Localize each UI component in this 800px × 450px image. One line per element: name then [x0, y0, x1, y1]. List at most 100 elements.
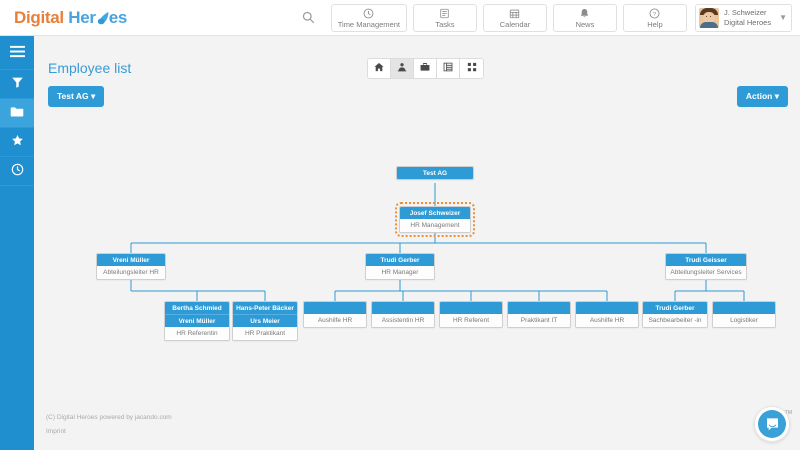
org-node-title: [713, 302, 775, 314]
org-node-title: [372, 302, 434, 314]
org-node-root[interactable]: Test AG: [396, 166, 474, 180]
briefcase-icon: [420, 62, 430, 75]
sidebar-item-filter[interactable]: [0, 70, 34, 99]
org-node-subtitle: HR Praktikant: [233, 327, 297, 340]
org-node-vreni-mueller[interactable]: Vreni Müller Abteilungsleiter HR: [96, 253, 166, 280]
org-node-aushilfe-hr-2[interactable]: Aushilfe HR: [575, 301, 639, 328]
view-toggle-home[interactable]: [368, 59, 391, 78]
nav-news[interactable]: News: [552, 3, 617, 32]
chat-trademark: TM: [784, 410, 792, 416]
org-node-subtitle: Logistiker: [713, 314, 775, 327]
org-node-bertha-schmied[interactable]: Bertha Schmied Vreni Müller HR Referenti…: [164, 301, 230, 341]
org-node-trudi-geisser[interactable]: Trudi Geisser Abteilungsleiter Services: [665, 253, 747, 280]
nav-calendar[interactable]: Calendar: [482, 3, 547, 32]
org-chart-connectors: [130, 183, 745, 301]
search-icon[interactable]: [296, 5, 322, 31]
action-button[interactable]: Action ▾: [736, 86, 788, 107]
user-org: Digital Heroes: [723, 17, 772, 27]
clock-icon: [11, 163, 24, 179]
org-node-ceo[interactable]: Josef Schweizer HR Management: [395, 202, 475, 237]
nav-time-management-label: Time Management: [337, 19, 400, 29]
comet-icon: [96, 11, 109, 25]
hamburger-icon: [9, 45, 26, 61]
nav-help-label: Help: [647, 19, 663, 29]
view-toggle-grid[interactable]: [460, 59, 483, 78]
view-toggle-list[interactable]: [437, 59, 460, 78]
org-node-subtitle: Abteilungsleiter HR: [97, 266, 165, 279]
chevron-down-icon[interactable]: ▼: [779, 13, 787, 22]
org-node-subtitle: Abteilungsleiter Services: [666, 266, 746, 279]
org-node-title: Josef Schweizer: [400, 207, 470, 219]
org-node-title-secondary: Urs Meier: [233, 314, 297, 327]
sidebar-item-history[interactable]: [0, 157, 34, 186]
org-node-subtitle: Praktikant IT: [508, 314, 570, 327]
table-icon: [443, 62, 453, 75]
sidebar-item-favorites[interactable]: [0, 128, 34, 157]
folder-icon: [10, 106, 24, 121]
svg-text:?: ?: [653, 11, 657, 17]
org-node-aushilfe-hr-1[interactable]: Aushilfe HR: [303, 301, 367, 328]
org-node-title: [508, 302, 570, 314]
org-node-title: Test AG: [397, 167, 473, 179]
avatar: [698, 7, 719, 28]
view-toggle-people[interactable]: [391, 59, 414, 78]
org-node-subtitle: HR Manager: [366, 266, 434, 279]
question-circle-icon: ?: [649, 8, 660, 19]
org-node-hr-referent[interactable]: HR Referent: [439, 301, 503, 328]
nav-calendar-label: Calendar: [499, 19, 531, 29]
sidebar-item-menu[interactable]: [0, 36, 34, 70]
person-badge-icon: [397, 62, 407, 75]
org-node-praktikant-it[interactable]: Praktikant IT: [507, 301, 571, 328]
org-node-title: Trudi Gerber: [643, 302, 707, 314]
main-content: Employee list Test AG ▾ Action ▾: [34, 36, 800, 450]
org-node-title: [576, 302, 638, 314]
clock-icon: [363, 8, 374, 19]
chat-button[interactable]: [754, 406, 790, 442]
org-node-assistentin-hr[interactable]: Assistentin HR: [371, 301, 435, 328]
org-node-subtitle: HR Referent: [440, 314, 502, 327]
org-node-title-secondary: Vreni Müller: [165, 314, 229, 327]
brand-logo[interactable]: Digital Her es: [14, 8, 127, 28]
nav-help[interactable]: ? Help: [622, 3, 687, 32]
brand-name-part1: Digital: [14, 7, 64, 27]
org-node-logistiker[interactable]: Logistiker: [712, 301, 776, 328]
org-chart: Test AG Josef Schweizer HR Management Vr…: [34, 36, 800, 416]
top-navigation: Time Management Tasks: [296, 3, 800, 32]
org-node-sachbearbeiter[interactable]: Trudi Gerber Sachbearbeiter -in: [642, 301, 708, 328]
org-node-title: Vreni Müller: [97, 254, 165, 266]
brand-name-part2: Her: [68, 7, 96, 27]
sidebar-item-folder[interactable]: [0, 99, 34, 128]
bell-icon: [579, 8, 590, 19]
top-bar: Digital Her es Time Management: [0, 0, 800, 36]
grid-icon: [467, 62, 477, 75]
star-icon: [11, 134, 24, 150]
org-node-subtitle: Sachbearbeiter -in: [643, 314, 707, 327]
footer-imprint-link[interactable]: Imprint: [46, 428, 66, 435]
org-node-trudi-gerber[interactable]: Trudi Gerber HR Manager: [365, 253, 435, 280]
org-node-title: Hans-Peter Bäcker: [233, 302, 297, 314]
chat-bubble-icon: [758, 410, 786, 438]
nav-tasks-label: Tasks: [435, 19, 455, 29]
org-node-subtitle: Assistentin HR: [372, 314, 434, 327]
home-icon: [374, 62, 384, 75]
org-node-title: Bertha Schmied: [165, 302, 229, 314]
view-toggle-group: [367, 58, 484, 79]
org-filter-button[interactable]: Test AG ▾: [48, 86, 105, 107]
org-node-title: Trudi Geisser: [666, 254, 746, 266]
sidebar: [0, 36, 34, 450]
org-node-subtitle: HR Referentin: [165, 327, 229, 340]
nav-news-label: News: [575, 19, 595, 29]
page-title: Employee list: [48, 60, 132, 76]
footer-copyright: (C) Digital Heroes powered by jacando.co…: [46, 414, 172, 421]
nav-time-management[interactable]: Time Management: [330, 3, 407, 32]
view-toggle-jobs[interactable]: [414, 59, 437, 78]
org-node-subtitle: HR Management: [400, 219, 470, 232]
org-node-title: [304, 302, 366, 314]
tasks-icon: [439, 8, 450, 19]
org-node-hans-peter-baecker[interactable]: Hans-Peter Bäcker Urs Meier HR Praktikan…: [232, 301, 298, 341]
org-node-title: Trudi Gerber: [366, 254, 434, 266]
nav-tasks[interactable]: Tasks: [412, 3, 477, 32]
user-menu[interactable]: J. Schweizer Digital Heroes ▼: [694, 3, 792, 32]
user-name: J. Schweizer: [723, 7, 767, 17]
footer: (C) Digital Heroes powered by jacando.co…: [34, 408, 800, 450]
